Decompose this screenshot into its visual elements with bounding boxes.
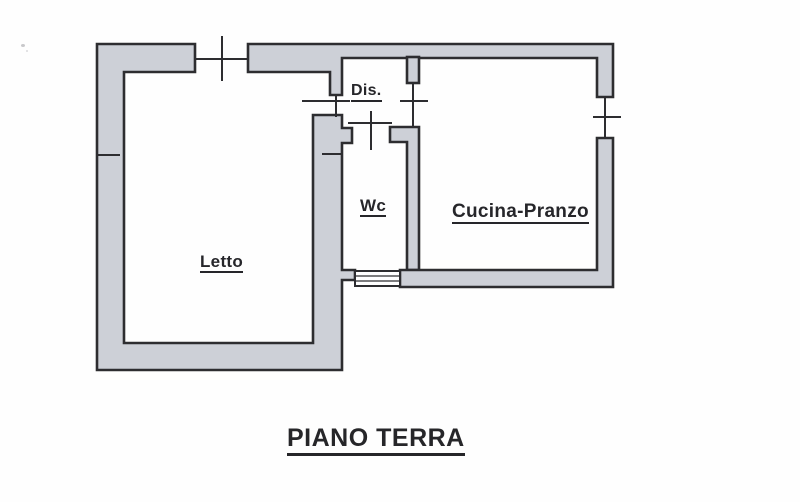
scan-speck xyxy=(26,50,28,52)
plan-title: PIANO TERRA xyxy=(287,426,465,456)
room-label-cucina: Cucina-Pranzo xyxy=(452,201,589,224)
room-label-wc: Wc xyxy=(360,196,387,217)
scan-speck xyxy=(21,44,25,47)
room-label-dis: Dis. xyxy=(351,83,382,102)
room-label-letto: Letto xyxy=(200,252,244,273)
wall-letto-ring xyxy=(95,42,357,372)
window-wc-sill xyxy=(354,270,401,287)
wall-dis-right-stub xyxy=(405,55,421,85)
wall-wc-right xyxy=(388,125,421,272)
wall-top-right-block xyxy=(246,42,615,99)
